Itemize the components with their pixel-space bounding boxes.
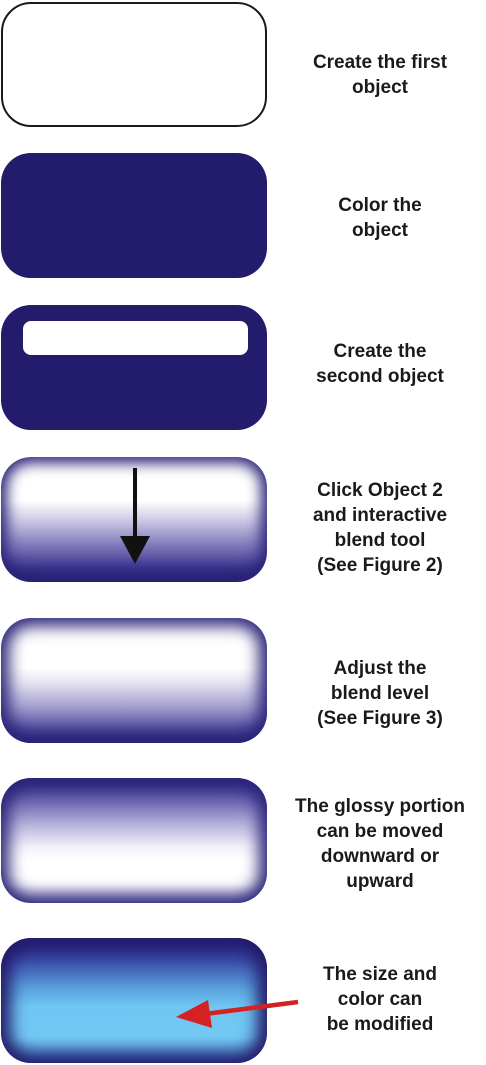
step4-blended-rectangle: [1, 457, 267, 582]
step4-caption: Click Object 2 and interactive blend too…: [312, 480, 448, 576]
step5-caption: Adjust the blend level (See Figure 3): [317, 658, 443, 729]
step1-rounded-rectangle-outline: [1, 2, 267, 127]
step2-caption: Color the object: [338, 195, 422, 241]
step6-glossy-moved-rectangle: [1, 778, 267, 903]
step7-light-blue-rectangle: [1, 938, 267, 1063]
step1-caption: Create the first object: [312, 52, 448, 98]
step3-second-object-bar: [23, 321, 248, 355]
step6-caption: The glossy portion can be moved downward…: [295, 796, 465, 892]
step2-navy-rounded-rectangle: [1, 153, 267, 278]
step5-adjusted-blend-rectangle: [1, 618, 267, 743]
step7-caption: The size and color can be modified: [322, 964, 438, 1035]
step3-caption: Create the second object: [316, 341, 444, 387]
step3-rectangle-with-inner-bar: [1, 305, 267, 430]
